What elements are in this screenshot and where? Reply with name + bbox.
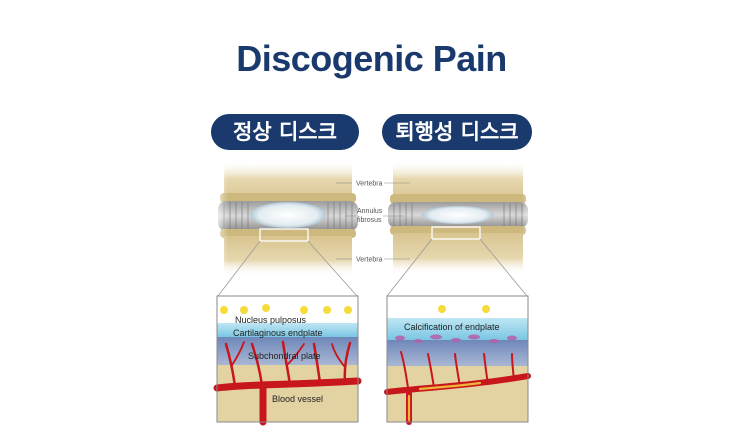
degenerative-spine-segment bbox=[387, 160, 528, 296]
annulus-label-line1: Annulus bbox=[357, 208, 383, 215]
annulus-label-line2: fibrosus bbox=[357, 217, 382, 224]
normal-disc-zoom: Nucleus pulposus Cartilaginous endplate … bbox=[217, 296, 358, 422]
cartilaginous-endplate-label: Cartilaginous endplate bbox=[233, 328, 323, 338]
subchondral-plate-label: Subchondral plate bbox=[248, 351, 321, 361]
blood-vessel-label: Blood vessel bbox=[272, 394, 323, 404]
vertebra-top-label: Vertebra bbox=[356, 181, 383, 188]
nucleus-pulposus-label: Nucleus pulposus bbox=[235, 315, 307, 325]
degenerative-disc-zoom: Calcification of endplate bbox=[387, 296, 528, 422]
calcification-label: Calcification of endplate bbox=[404, 322, 500, 332]
vertebra-bottom-label: Vertebra bbox=[356, 257, 383, 264]
normal-spine-segment bbox=[218, 160, 358, 296]
